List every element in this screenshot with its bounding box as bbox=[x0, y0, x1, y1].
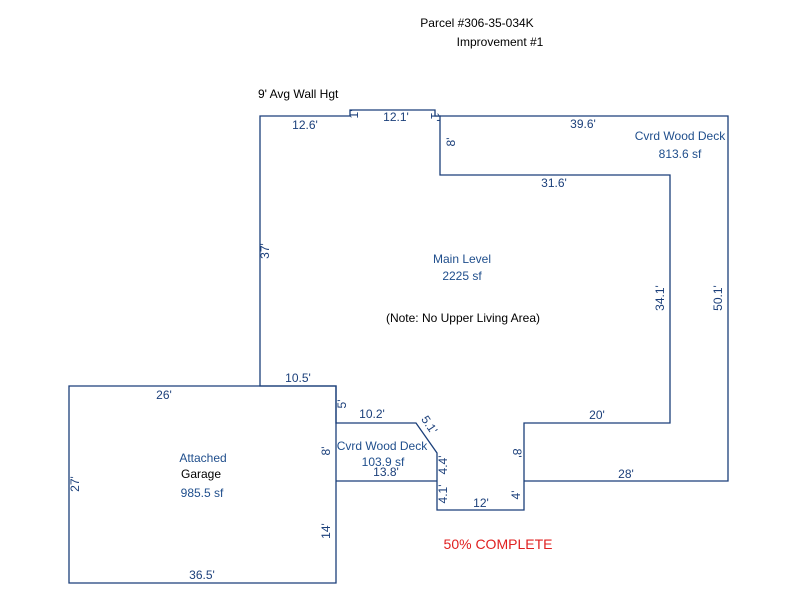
dim-right-four: 4' bbox=[509, 491, 523, 500]
dim-garage-bottom: 36.5' bbox=[189, 568, 215, 582]
dim-outer-right: 50.1' bbox=[711, 285, 725, 311]
garage-size: 985.5 sf bbox=[181, 486, 224, 500]
dim-twenty: 20' bbox=[589, 408, 605, 422]
dim-twenty-eight: 28' bbox=[618, 467, 634, 481]
dim-left-37: 37' bbox=[258, 243, 272, 259]
dim-top-left: 12.6' bbox=[292, 118, 318, 132]
dim-garage-8: 8' bbox=[319, 447, 333, 456]
dim-five: 5' bbox=[335, 400, 349, 409]
dim-step-up: 1' bbox=[347, 110, 361, 119]
large-deck-size: 813.6 sf bbox=[659, 147, 702, 161]
dim-notch-8b: 8' bbox=[510, 449, 524, 458]
dim-four-one: 4.1' bbox=[436, 485, 450, 504]
dim-step-down: 1' bbox=[428, 113, 442, 122]
large-deck-outline bbox=[440, 115, 729, 482]
main-level-name: Main Level bbox=[433, 252, 491, 266]
dim-small-deck-top: 10.2' bbox=[359, 407, 385, 421]
wall-height-label: 9' Avg Wall Hgt bbox=[258, 87, 339, 101]
dim-notch-8: 8' bbox=[444, 138, 458, 147]
dim-small-deck-bottom: 13.8' bbox=[373, 465, 399, 479]
improvement-number: Improvement #1 bbox=[457, 35, 544, 49]
main-level-note: (Note: No Upper Living Area) bbox=[386, 311, 540, 325]
dim-deck-top: 39.6' bbox=[570, 117, 596, 131]
garage-outline bbox=[68, 385, 337, 584]
main-level-size: 2225 sf bbox=[442, 269, 482, 283]
small-deck-name: Cvrd Wood Deck bbox=[337, 439, 428, 453]
dim-inner-top: 31.6' bbox=[541, 176, 567, 190]
garage-name-line2: Garage bbox=[181, 467, 221, 481]
dim-inner-right: 34.1' bbox=[653, 285, 667, 311]
dim-main-bottom: 10.5' bbox=[285, 371, 311, 385]
dim-garage-14: 14' bbox=[319, 523, 333, 539]
dim-four-four: 4.4' bbox=[436, 456, 450, 475]
parcel-number: Parcel #306-35-034K bbox=[420, 16, 533, 30]
completion-status: 50% COMPLETE bbox=[444, 536, 553, 552]
dim-top-mid: 12.1' bbox=[383, 110, 409, 124]
dim-garage-top: 26' bbox=[156, 388, 172, 402]
large-deck-name: Cvrd Wood Deck bbox=[635, 129, 726, 143]
dim-garage-left: 27' bbox=[68, 476, 82, 492]
garage-name-line1: Attached bbox=[179, 451, 226, 465]
dim-twelve: 12' bbox=[473, 496, 489, 510]
dim-diagonal: 5.1' bbox=[418, 413, 440, 437]
small-deck-size: 103.9 sf bbox=[362, 455, 405, 469]
